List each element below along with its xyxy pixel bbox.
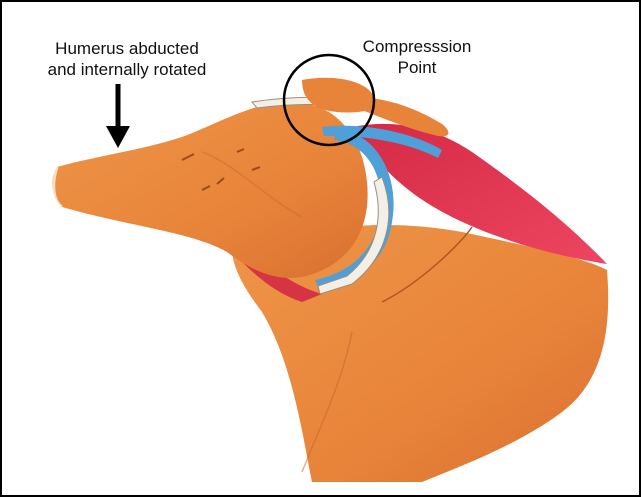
humerus-label: Humerus abducted and internally rotated [22,38,232,80]
humerus-label-line1: Humerus abducted [22,38,232,59]
down-arrow-icon [106,84,130,148]
compression-label-line1: Compresssion [337,36,497,57]
humerus-label-line2: and internally rotated [22,59,232,80]
humerus-bone [52,102,367,278]
compression-label-line2: Point [337,57,497,78]
compression-point-label: Compresssion Point [337,36,497,78]
